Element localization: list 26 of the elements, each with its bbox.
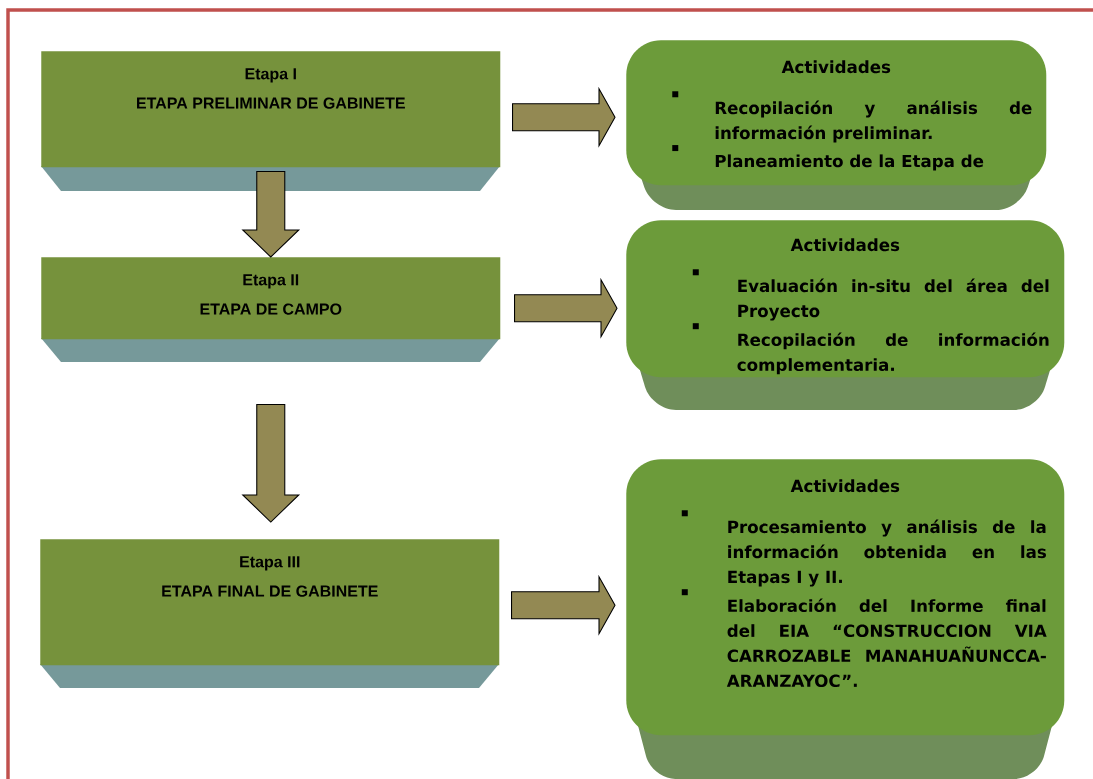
stage-box xyxy=(41,51,501,191)
stage-number: Etapa III xyxy=(240,556,300,571)
stage-number: Etapa II xyxy=(243,274,299,289)
list-item: Procesamiento y análisis de la información obtenida en las Etapas I y II. xyxy=(681,510,1046,587)
block-arrow xyxy=(511,574,616,636)
block-arrow xyxy=(514,277,618,339)
list-item: Elaboración del Informe final del EIA “CONSTRUCCION VIA CARROZABLE MANAHUAÑUNCCA- ARANZAYOC”. xyxy=(681,589,1047,688)
stage-box xyxy=(41,257,501,362)
block-arrow xyxy=(241,404,301,523)
activities-heading: Actividades xyxy=(790,479,900,493)
stage-title: ETAPA PRELIMINAR DE GABINETE xyxy=(137,97,405,109)
stage-title: ETAPA DE CAMPO xyxy=(200,303,342,315)
list-item: Recopilación y análisis de información preliminar. xyxy=(672,91,1032,143)
list-item: Recopilación de información complementaria. xyxy=(692,323,1049,375)
activity-box xyxy=(626,40,1047,210)
stage-number: Etapa I xyxy=(245,68,296,83)
activities-heading: Actividades xyxy=(781,60,891,74)
stage-title: ETAPA FINAL DE GABINETE xyxy=(162,585,378,597)
stage-box xyxy=(40,539,500,688)
activities-heading: Actividades xyxy=(790,238,900,252)
block-arrow xyxy=(512,86,616,148)
activity-box xyxy=(626,220,1065,410)
activity-box xyxy=(626,459,1065,779)
block-arrow xyxy=(241,171,301,258)
list-item: Planeamiento de la Etapa de xyxy=(672,145,984,171)
list-item: Evaluación in-situ del área del Proyecto xyxy=(692,269,1049,321)
